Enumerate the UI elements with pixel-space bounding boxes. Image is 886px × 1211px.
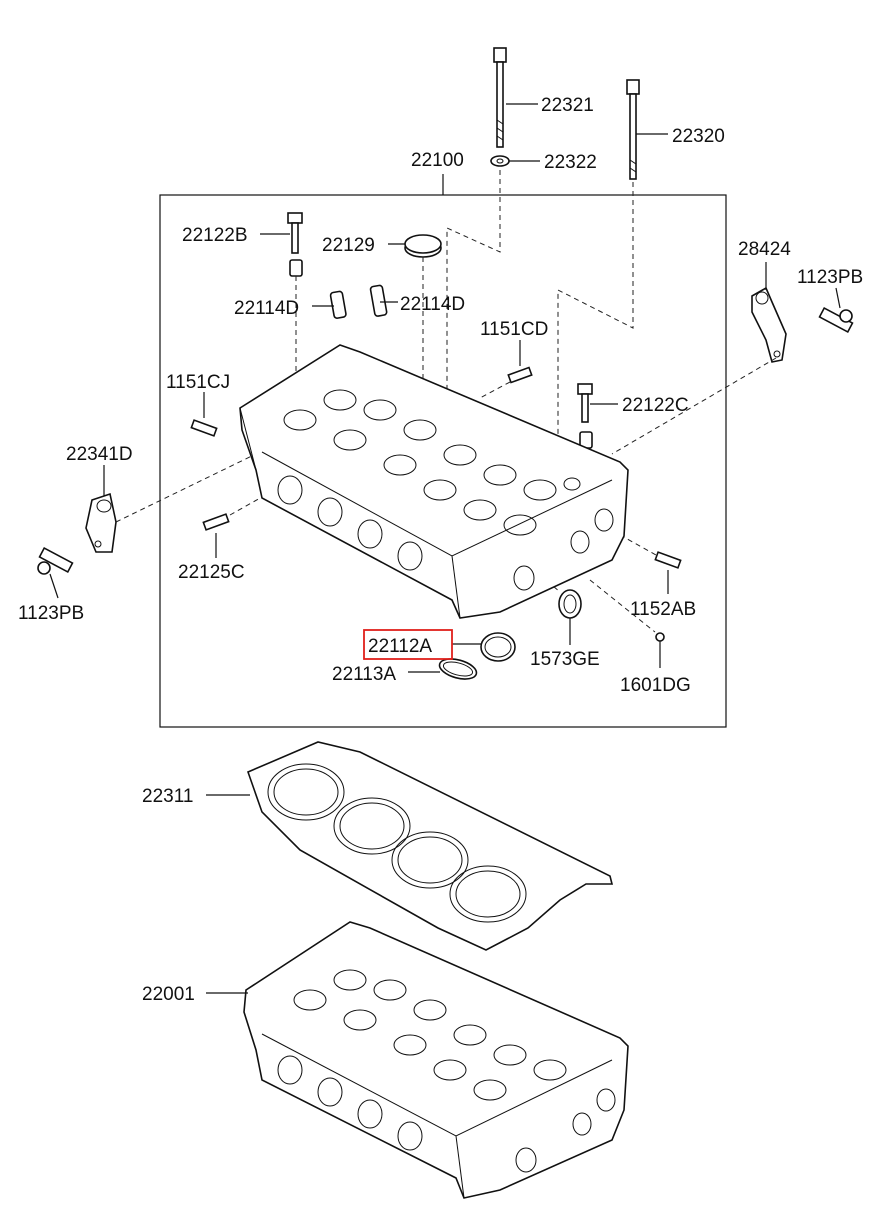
stud-1152AB <box>654 551 682 569</box>
label-22122C[interactable]: 22122C <box>622 395 689 416</box>
bolt-22321 <box>493 47 507 148</box>
cap-22129 <box>404 234 442 258</box>
label-22311[interactable]: 22311 <box>142 786 193 807</box>
label-22125C[interactable]: 22125C <box>178 562 245 583</box>
label-22129[interactable]: 22129 <box>322 235 375 256</box>
label-22112A[interactable]: 22112A <box>368 636 432 657</box>
label-22341D[interactable]: 22341D <box>66 444 133 465</box>
label-22001[interactable]: 22001 <box>142 984 195 1005</box>
bracket-28424 <box>751 286 787 363</box>
label-22114D-right[interactable]: 22114D <box>400 294 465 315</box>
label-22322[interactable]: 22322 <box>544 152 597 173</box>
label-1151CD[interactable]: 1151CD <box>480 319 548 340</box>
bracket-22341D <box>85 492 117 553</box>
head-gasket-22311 <box>246 741 614 951</box>
stud-1151CJ <box>190 419 218 437</box>
sleeve-22114D-right <box>369 284 388 317</box>
sleeve-22114D-left <box>329 290 347 319</box>
bolt-1123PB-left <box>37 546 74 575</box>
label-22114D-left[interactable]: 22114D <box>234 298 299 319</box>
dowel-22122B <box>289 259 303 277</box>
label-22321[interactable]: 22321 <box>541 95 594 116</box>
highlight-box-22112A <box>363 629 453 660</box>
seal-1573GE <box>558 589 582 619</box>
label-1123PB-right[interactable]: 1123PB <box>797 267 863 288</box>
label-22320[interactable]: 22320 <box>672 126 725 147</box>
washer-22322 <box>490 155 510 167</box>
stud-22125C <box>202 513 230 531</box>
label-22122B[interactable]: 22122B <box>182 225 248 246</box>
gasket-22113A <box>438 658 478 680</box>
bolt-1123PB-right <box>818 306 854 334</box>
label-1573GE[interactable]: 1573GE <box>530 649 600 670</box>
plug-1601DG <box>655 632 665 642</box>
bolt-22122C <box>577 383 593 423</box>
label-1123PB-left[interactable]: 1123PB <box>18 603 84 624</box>
label-1601DG[interactable]: 1601DG <box>620 675 691 696</box>
bolt-22320 <box>626 79 640 180</box>
label-22100[interactable]: 22100 <box>411 150 464 171</box>
stud-1151CD <box>507 366 533 384</box>
label-22113A[interactable]: 22113A <box>332 664 396 685</box>
label-28424[interactable]: 28424 <box>738 239 791 260</box>
oring-22112A <box>480 632 516 662</box>
label-1151CJ[interactable]: 1151CJ <box>166 372 230 393</box>
cylinder-head-22100 <box>239 344 629 619</box>
label-1152AB[interactable]: 1152AB <box>630 599 696 620</box>
bolt-22122B <box>287 212 303 254</box>
cylinder-head-22001 <box>243 921 629 1199</box>
